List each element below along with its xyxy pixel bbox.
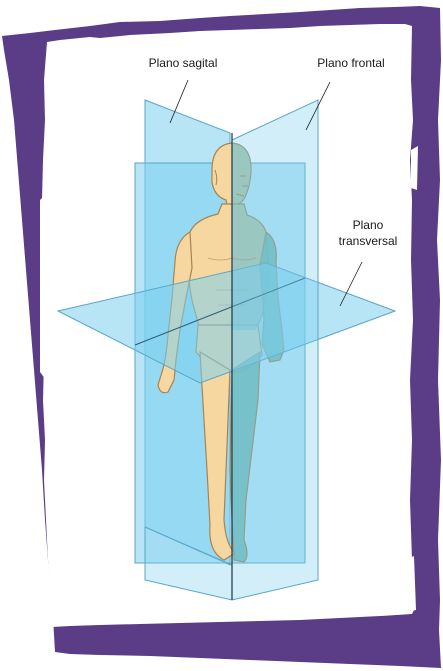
paper-tear-left	[40, 195, 46, 380]
label-plano-transversal-line1: Plano	[353, 218, 384, 232]
label-plano-transversal-line2: transversal	[339, 234, 398, 248]
paper-tear-right	[411, 146, 418, 190]
label-plano-frontal: Plano frontal	[317, 56, 384, 70]
label-plano-sagital: Plano sagital	[149, 56, 218, 70]
